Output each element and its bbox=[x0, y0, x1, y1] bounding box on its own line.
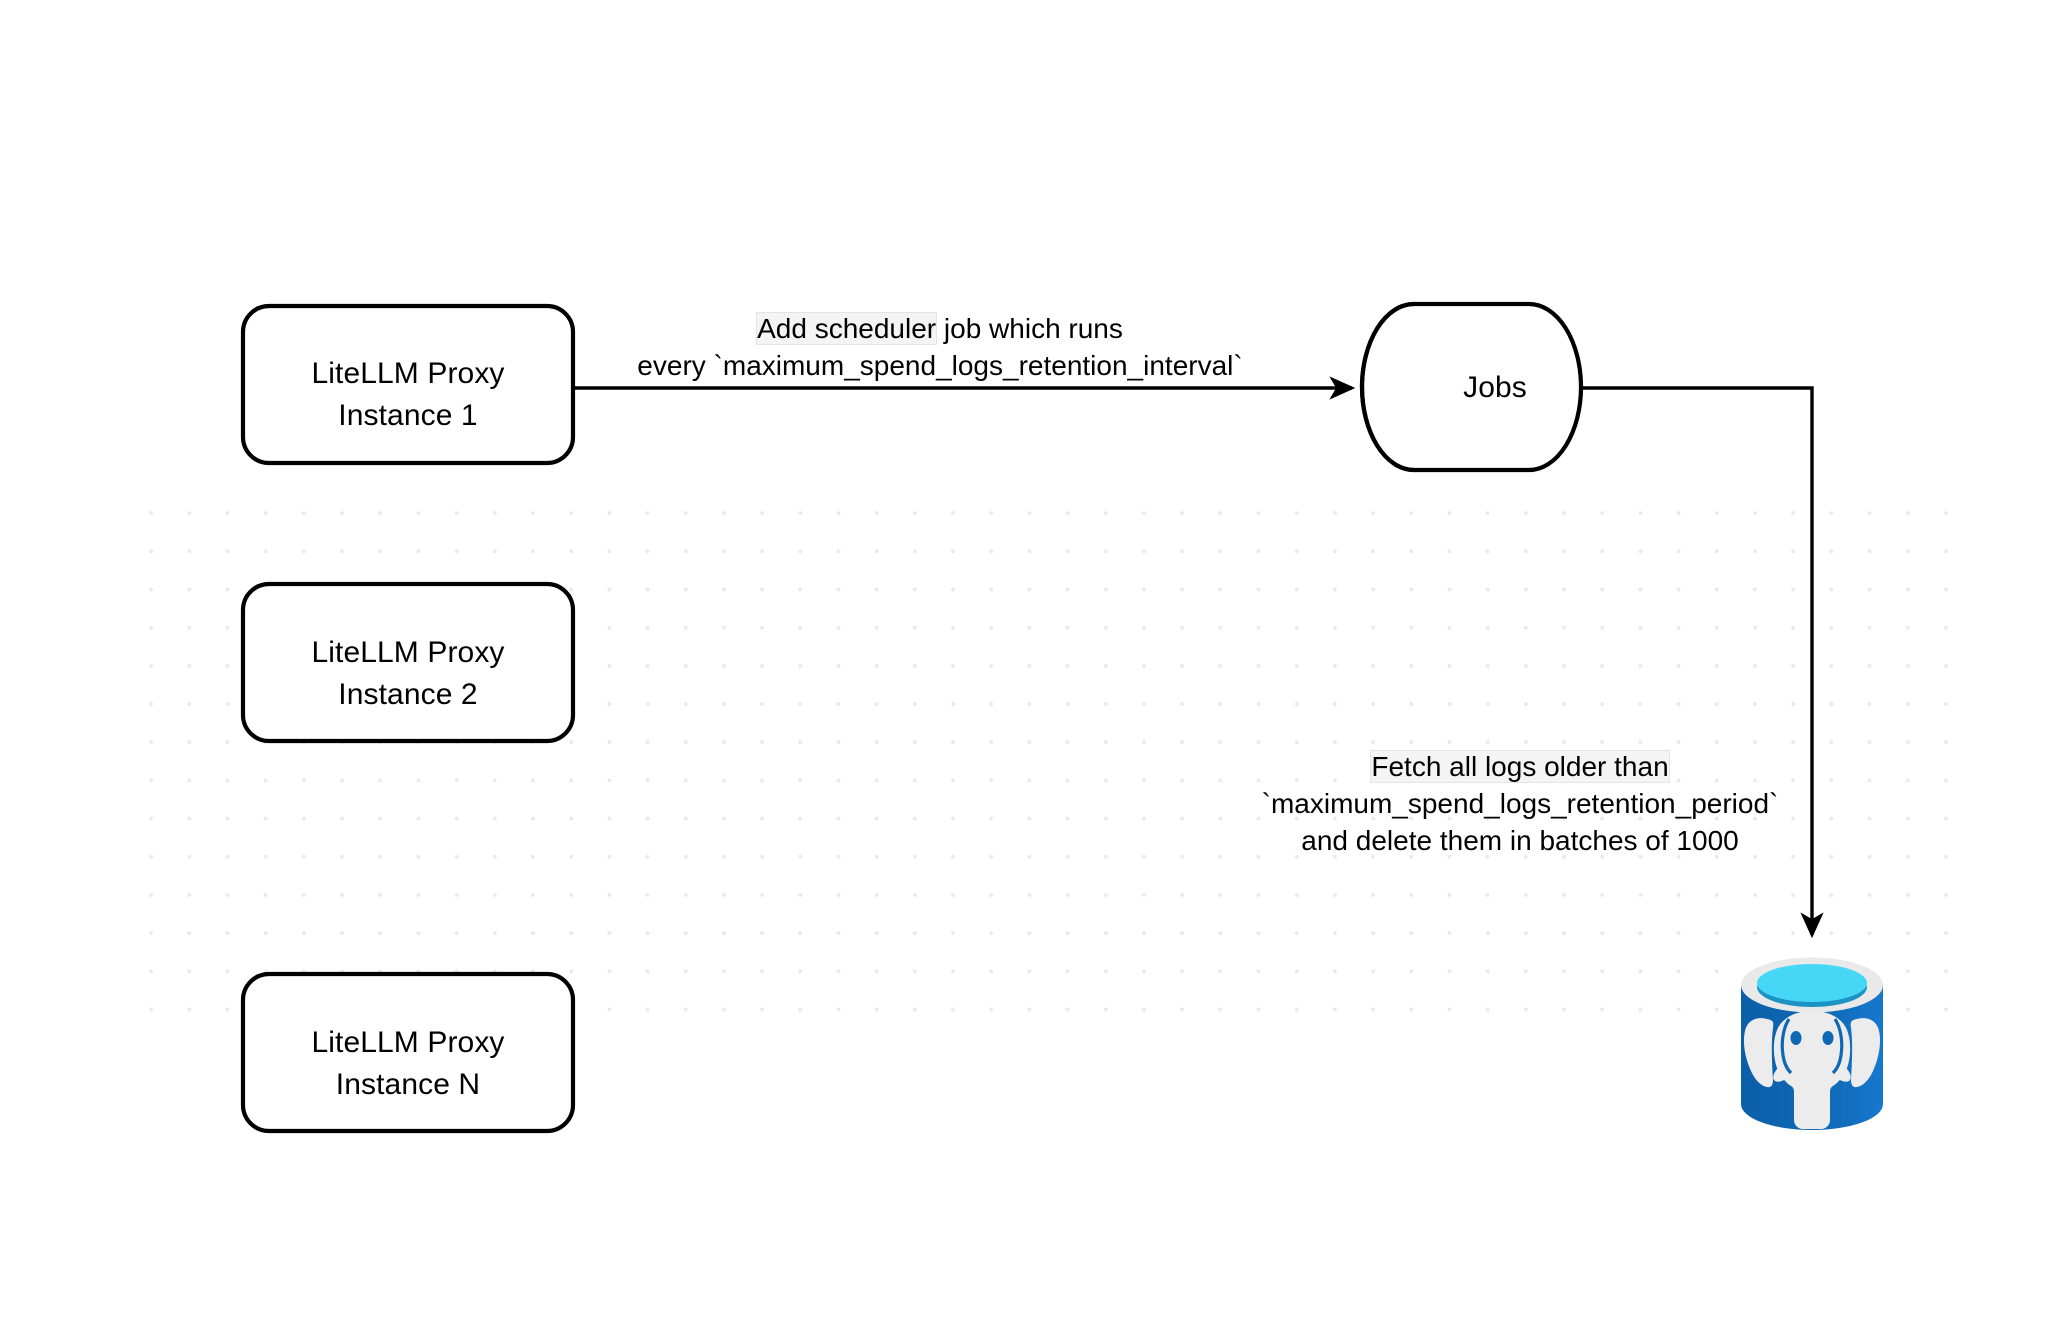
proxy-instance-n-box[interactable] bbox=[240, 971, 576, 1134]
jobs-queue-shape[interactable] bbox=[1359, 301, 1584, 473]
proxy-instance-2-box[interactable] bbox=[240, 581, 576, 744]
postgresql-icon[interactable] bbox=[1741, 957, 1883, 1131]
proxy-instance-1-box[interactable] bbox=[240, 303, 576, 466]
postgres-elephant-outline bbox=[1780, 1018, 1844, 1075]
edge-jobs-to-postgres bbox=[1581, 386, 1824, 939]
postgres-elephant-eyes bbox=[1790, 1031, 1834, 1045]
